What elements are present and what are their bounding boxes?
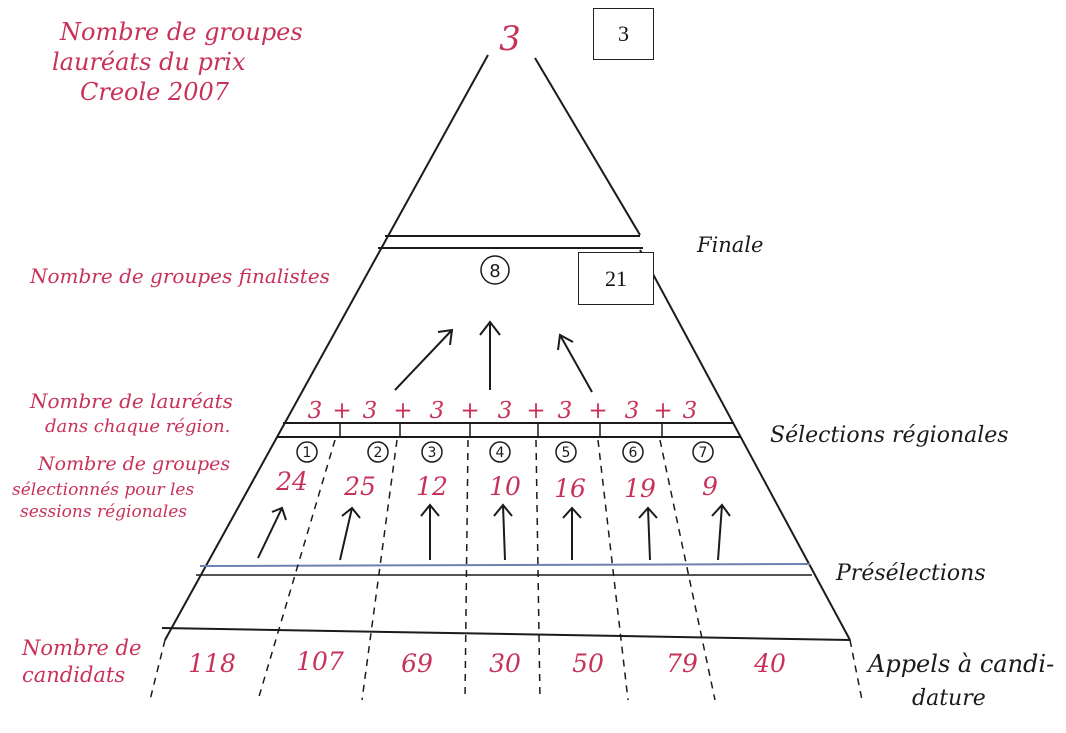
- selected-value: 19: [624, 474, 656, 503]
- selected-value: 12: [416, 472, 448, 501]
- left-annotations: Nombre de groupes lauréats du prix Creol…: [12, 18, 330, 687]
- candidates-value: 107: [296, 647, 344, 676]
- selected-value: 24: [275, 467, 308, 496]
- winners-label-line: Creole 2007: [80, 78, 230, 106]
- plus-sign: +: [332, 398, 351, 424]
- candidates-value: 30: [489, 649, 521, 678]
- stage-labels: Finale Sélections régionales Présélectio…: [696, 233, 1054, 711]
- candidates-value: 79: [666, 649, 698, 678]
- region-number: 2: [374, 445, 383, 461]
- selected-row: 24 25 12 10 16 19 9: [275, 467, 718, 503]
- candidates-value: 69: [401, 649, 433, 678]
- laureate-value: 3: [430, 398, 445, 424]
- pyramid-base-line: [161, 627, 851, 641]
- box-winners-total: 3: [593, 8, 654, 60]
- preselection-arrows: [257, 503, 731, 561]
- candidates-value: 118: [188, 649, 236, 678]
- region-number: 4: [496, 445, 505, 461]
- stage-regional: Sélections régionales: [770, 423, 1009, 448]
- candidates-label-line: Nombre de: [21, 636, 141, 660]
- stage-preselection: Présélections: [835, 561, 986, 586]
- pyramid-right-edge-top: [534, 57, 641, 236]
- box-winners-total-value: 3: [618, 21, 629, 46]
- laureate-value: 3: [308, 398, 323, 424]
- box-laureates-total: 21: [578, 252, 654, 305]
- region-number: 1: [303, 445, 312, 461]
- selected-value: 16: [554, 474, 586, 503]
- laureates-row: 3 + 3 + 3 + 3 + 3 + 3 + 3: [308, 398, 698, 424]
- candidates-value: 40: [753, 649, 786, 678]
- winners-number: 3: [499, 19, 521, 59]
- plus-sign: +: [588, 398, 607, 424]
- laureate-value: 3: [498, 398, 513, 424]
- winners-label-line: Nombre de groupes: [59, 18, 303, 46]
- selected-value: 10: [489, 472, 521, 501]
- region-number-circles: [296, 441, 714, 463]
- selected-label-line: sélectionnés pour les: [12, 480, 194, 500]
- stage-call-line: dature: [912, 686, 986, 711]
- pyramid-right-edge-bottom: [639, 249, 851, 641]
- region-dividers: [149, 439, 863, 701]
- laureate-value: 3: [625, 398, 640, 424]
- laureate-value: 3: [683, 398, 698, 424]
- candidates-row: 118 107 69 30 50 79 40: [188, 647, 786, 678]
- candidates-value: 50: [572, 649, 604, 678]
- region-numbers: 1 2 3 4 5 6 7: [303, 445, 708, 461]
- region-number: 6: [629, 445, 638, 461]
- plus-sign: +: [460, 398, 479, 424]
- stage-call-line: Appels à candi-: [866, 650, 1054, 678]
- box-laureates-total-value: 21: [605, 265, 627, 291]
- region-number: 7: [699, 445, 708, 461]
- finale-arrows: [394, 320, 593, 393]
- stage-finale: Finale: [696, 233, 763, 257]
- preselection-line-top: [199, 563, 811, 567]
- pyramid-left-edge: [164, 54, 489, 641]
- laureate-value: 3: [558, 398, 573, 424]
- selected-label-line: sessions régionales: [20, 502, 187, 522]
- finalists-number: 8: [489, 261, 500, 282]
- plus-sign: +: [526, 398, 545, 424]
- finalists-circle: [480, 255, 510, 285]
- plus-sign: +: [653, 398, 672, 424]
- candidates-label-line: candidats: [22, 663, 125, 687]
- selected-value: 25: [343, 472, 376, 501]
- plus-sign: +: [393, 398, 412, 424]
- finalists-label: Nombre de groupes finalistes: [29, 264, 330, 288]
- selected-label-line: Nombre de groupes: [37, 453, 230, 475]
- region-number: 5: [562, 445, 571, 461]
- selected-value: 9: [702, 472, 718, 501]
- regional-ticks: [339, 423, 663, 437]
- region-number: 3: [428, 445, 437, 461]
- laureates-label-line: Nombre de lauréats: [29, 389, 233, 413]
- winners-label-line: lauréats du prix: [52, 48, 246, 76]
- laureates-label-line: dans chaque région.: [45, 416, 230, 437]
- laureate-value: 3: [363, 398, 378, 424]
